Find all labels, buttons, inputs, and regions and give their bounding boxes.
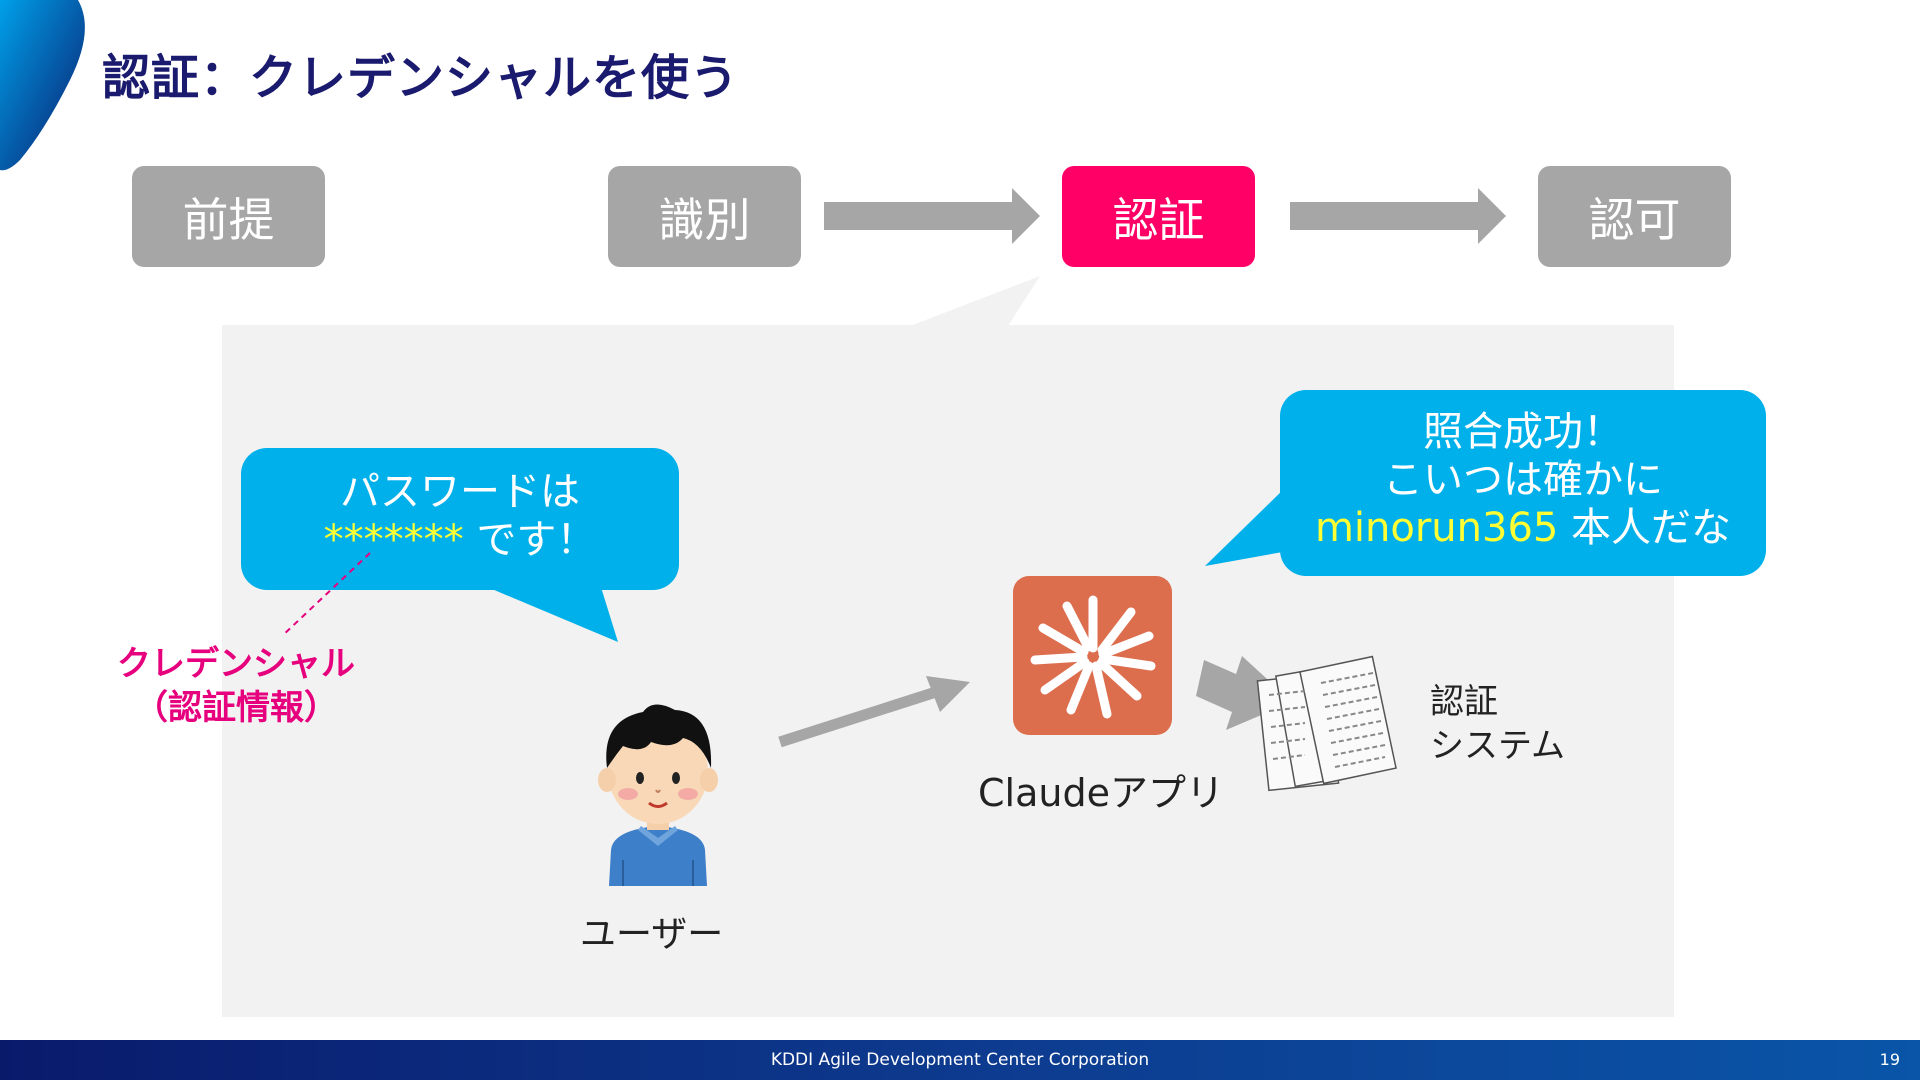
footer-bar: KDDI Agile Development Center Corporatio… (0, 1040, 1920, 1080)
user-speech-bubble: パスワードは ******* です！ (241, 448, 679, 590)
footer-company: KDDI Agile Development Center Corporatio… (770, 1050, 1150, 1070)
claude-starburst-icon (1030, 595, 1155, 718)
claude-app-label: Claudeアプリ (978, 771, 1224, 815)
system-bubble-line-1: 照合成功！ (1423, 409, 1623, 455)
flow-arrow-1 (824, 188, 1040, 244)
credential-label: クレデンシャル （認証情報） (104, 642, 368, 730)
page-number: 19 (1879, 1050, 1900, 1069)
documents-icon (1256, 655, 1397, 792)
user-avatar-icon (598, 704, 718, 886)
claude-app-icon (1013, 576, 1172, 735)
system-bubble-line-2: こいつは確かに (1383, 457, 1663, 503)
auth-system-label-line-1: 認証 (1430, 682, 1498, 722)
user-bubble-tail (480, 584, 618, 642)
system-speech-bubble: 照合成功！ こいつは確かに minorun365 本人だな (1280, 390, 1766, 576)
system-bubble-tail (1205, 488, 1305, 566)
step-authorization: 認可 (1538, 166, 1731, 267)
step-identification: 識別 (608, 166, 801, 267)
bubble-suffix: です！ (463, 517, 597, 563)
credential-label-line-2: （認証情報） (134, 688, 338, 728)
credential-label-line-1: クレデンシャル (117, 644, 355, 684)
corner-decoration (0, 0, 85, 171)
user-to-app-arrow (778, 676, 970, 748)
auth-system-label: 認証 システム (1430, 680, 1565, 768)
auth-system-label-line-2: システム (1430, 726, 1565, 766)
flow-arrow-2 (1290, 188, 1506, 244)
credential-connector (281, 552, 371, 637)
bubble-line-2: ******* です！ (241, 516, 679, 564)
system-bubble-line-3: minorun365 本人だな (1280, 504, 1766, 552)
user-id: minorun365 (1314, 505, 1559, 551)
page-title: 認証：クレデンシャルを使う (102, 50, 740, 106)
user-label: ユーザー (580, 914, 724, 955)
panel-pointer (910, 276, 1040, 326)
step-premise: 前提 (132, 166, 325, 267)
bubble-line-1: パスワードは (340, 469, 580, 515)
masked-password: ******* (323, 517, 464, 563)
system-bubble-suffix: 本人だな (1558, 505, 1732, 551)
step-authentication: 認証 (1062, 166, 1255, 267)
